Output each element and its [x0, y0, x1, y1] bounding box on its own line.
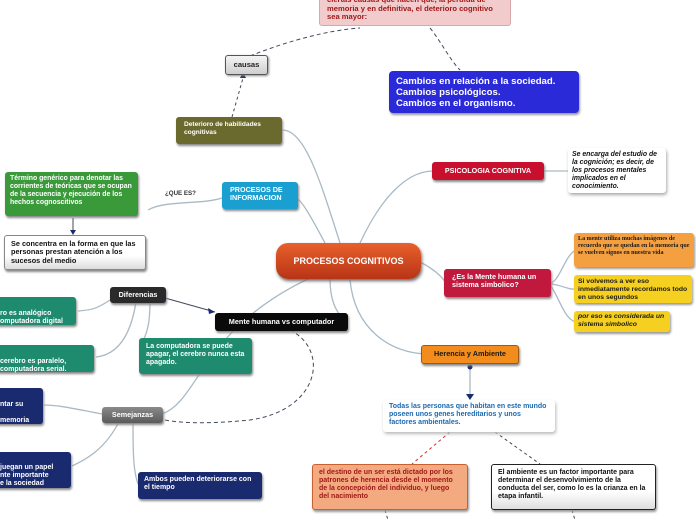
analogico-label: ro es analógico omputadora digital — [0, 310, 63, 326]
arrow-down-1 — [384, 509, 389, 520]
deterioro-node[interactable]: Deterioro de habilidades cognitivas — [176, 117, 282, 144]
paralelo-node[interactable]: cerebro es paralelo, computadora serial. — [0, 345, 94, 374]
deterioro-label: Deterioro de habilidades cognitivas — [184, 121, 261, 136]
papel-label: juegan un papel nte importante e la soci… — [0, 464, 54, 488]
destino-node[interactable]: el destino de un ser está dictado por lo… — [312, 464, 468, 510]
psicologia-cognitiva-node[interactable]: PSICOLOGIA COGNITIVA — [432, 162, 544, 180]
procesos-informacion-label: PROCESOS DE INFORMACION — [230, 185, 283, 203]
dashed-genes-ambiente — [494, 431, 541, 465]
ambiente-node[interactable]: El ambiente es un factor importante para… — [491, 464, 656, 510]
paralelo-label: cerebro es paralelo, computadora serial. — [0, 358, 67, 374]
destino-label: el destino de un ser está dictado por lo… — [319, 469, 453, 501]
mente-humana-node[interactable]: Mente humana vs computador — [215, 313, 348, 331]
mente-utiliza-label: La mente utiliza muchas imágenes de recu… — [578, 236, 690, 256]
ambiente-label: El ambiente es un factor importante para… — [498, 469, 646, 501]
link-simb-1 — [550, 249, 577, 284]
arrow-head-genes — [466, 394, 474, 400]
arrow-down-2 — [571, 509, 576, 520]
concentra-node[interactable]: Se concentra en la forma en que las pers… — [4, 235, 146, 270]
herencia-dot — [467, 364, 473, 370]
deteriorarse-label: Ambos pueden deteriorarse con el tiempo — [144, 476, 252, 492]
link-sem-papel — [71, 419, 121, 467]
dashed-deterioro-causas — [231, 77, 244, 118]
herencia-ambiente-label: Herencia y Ambiente — [434, 349, 506, 359]
memoria-label: ntar su memoria — [0, 401, 30, 425]
computadora-apagar-label: La computadora se puede apagar, el cereb… — [146, 343, 245, 367]
top-note[interactable]: ciertas causas que hacen que, la pérdida… — [319, 0, 511, 26]
arrow-diferencias-mente — [164, 297, 216, 313]
central-label: PROCESOS COGNITIVOS — [293, 255, 404, 266]
link-sem-memoria — [43, 404, 103, 415]
semejanzas-node[interactable]: Semejanzas — [102, 407, 163, 423]
que-es-label: ¿QUE ES? — [165, 190, 196, 197]
causas-label: causas — [233, 59, 260, 69]
causas-node[interactable]: causas — [225, 55, 268, 75]
link-sem-det — [132, 420, 139, 485]
arrow-head-termino — [70, 230, 76, 235]
top-note-text: ciertas causas que hacen que, la pérdida… — [327, 0, 493, 22]
volvemos-label: Si volvemos a ver eso inmediatamente rec… — [578, 278, 688, 301]
procesos-informacion-node[interactable]: PROCESOS DE INFORMACION — [222, 182, 298, 209]
cambios-line-1: Cambios en relación a la sociedad. — [396, 76, 556, 87]
cambios-line-3: Cambios en el organismo. — [396, 98, 516, 110]
arrow-head-mente — [208, 308, 215, 314]
deteriorarse-node[interactable]: Ambos pueden deteriorarse con el tiempo — [138, 472, 262, 499]
genes-label: Todas las personas que habitan en este m… — [389, 403, 547, 427]
memoria-node[interactable]: ntar su memoria — [0, 388, 43, 424]
link-dif-paralelo — [95, 301, 137, 358]
link-simb-3 — [550, 285, 577, 323]
central-node[interactable]: PROCESOS COGNITIVOS — [276, 243, 421, 279]
estudio-node[interactable]: Se encarga del estudio de la cognición; … — [568, 148, 666, 193]
cambios-line-2: Cambios psicológicos. — [396, 87, 501, 99]
link-proc-queEs — [147, 197, 223, 211]
arrow-head-deterioro — [240, 72, 246, 78]
analogico-node[interactable]: ro es analógico omputadora digital — [0, 297, 76, 325]
mente-humana-label: Mente humana vs computador — [228, 316, 335, 326]
considerada-node[interactable]: por eso es considerada un sistema simbol… — [574, 311, 670, 332]
volvemos-node[interactable]: Si volvemos a ver eso inmediatamente rec… — [574, 275, 692, 303]
diferencias-node[interactable]: Diferencias — [110, 287, 166, 303]
link-simb-2 — [550, 283, 577, 290]
semejanzas-label: Semejanzas — [111, 409, 154, 419]
dashed-genes-destino — [411, 431, 451, 465]
genes-node[interactable]: Todas las personas que habitan en este m… — [383, 400, 555, 432]
termino-label: Término genérico para denotar las corrie… — [10, 175, 132, 206]
dashed-top-cambios — [429, 27, 461, 71]
sistema-simbolico-label: ¿Es la Mente humana un sistema simbolico… — [452, 272, 537, 290]
link-central-deterioro — [281, 129, 341, 244]
dashed-mente-semejanzas — [164, 329, 314, 424]
estudio-label: Se encarga del estudio de la cognición; … — [572, 151, 658, 190]
concentra-label: Se concentra en la forma en que las pers… — [11, 239, 136, 265]
link-dif-analog — [77, 299, 111, 312]
termino-node[interactable]: Término genérico para denotar las corrie… — [5, 172, 138, 216]
psicologia-cognitiva-label: PSICOLOGIA COGNITIVA — [444, 165, 532, 175]
herencia-ambiente-node[interactable]: Herencia y Ambiente — [421, 345, 519, 364]
dashed-causas-top — [249, 27, 361, 57]
link-central-herencia — [349, 279, 426, 355]
cambios-box[interactable]: Cambios en relación a la sociedad. Cambi… — [389, 71, 579, 113]
considerada-label: por eso es considerada un sistema simbol… — [578, 313, 665, 328]
sistema-simbolico-node[interactable]: ¿Es la Mente humana un sistema simbolico… — [444, 269, 551, 297]
diferencias-label: Diferencias — [118, 289, 158, 299]
link-central-simbolico — [419, 261, 446, 283]
mente-utiliza-node[interactable]: La mente utiliza muchas imágenes de recu… — [574, 233, 694, 267]
computadora-apagar-node[interactable]: La computadora se puede apagar, el cereb… — [139, 338, 252, 374]
link-central-psicologia — [359, 170, 433, 244]
papel-node[interactable]: juegan un papel nte importante e la soci… — [0, 452, 71, 488]
